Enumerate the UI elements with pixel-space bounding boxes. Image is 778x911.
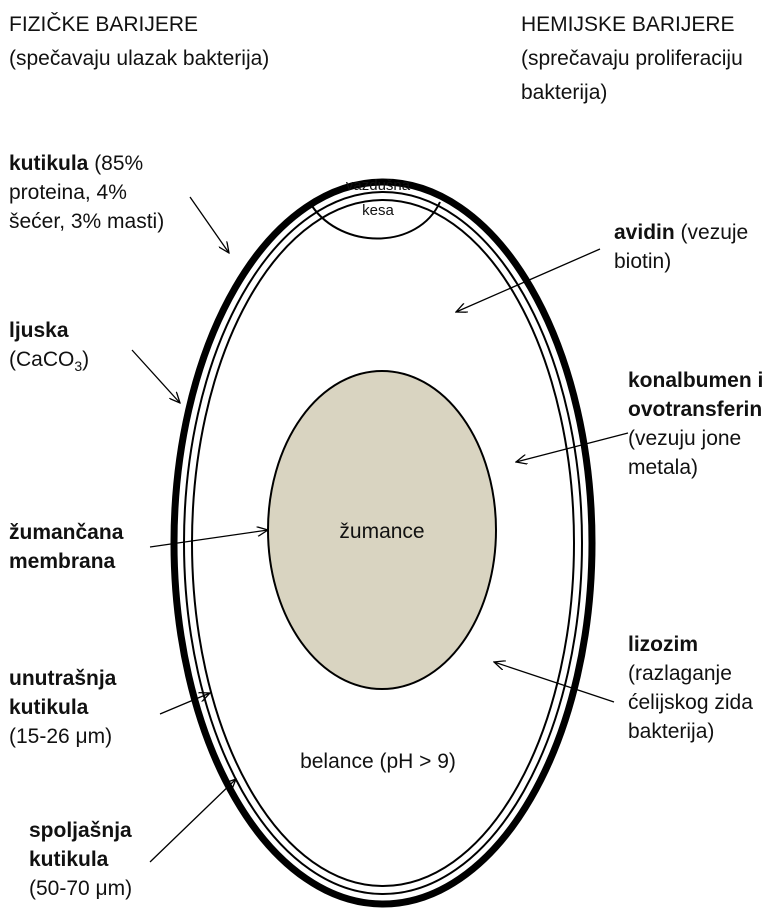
avidin-desc-2: biotin) [614, 247, 748, 276]
inner-cuticle-label: unutrašnja kutikula (15-26 μm) [9, 664, 116, 751]
lysozyme-label: lizozim (razlaganje ćelijskog zida bakte… [628, 630, 753, 746]
physical-barriers-title: FIZIČKE BARIJERE [9, 10, 198, 40]
inner-cuticle-thickness: (15-26 μm) [9, 722, 116, 751]
conalbumin-desc-1: (vezuju jone [628, 424, 763, 453]
outer-cuticle-line2: kutikula [29, 848, 108, 871]
outer-cuticle-label: spoljašnja kutikula (50-70 μm) [29, 816, 132, 903]
chemical-barriers-subtitle-line2: bakterija) [521, 78, 607, 108]
yolk-label: žumance [339, 520, 424, 543]
shell-formula-sub: 3 [74, 358, 82, 374]
outer-cuticle-pointer [150, 779, 236, 862]
lysozyme-desc-1: (razlaganje [628, 659, 753, 688]
shell-formula: (CaCO [9, 348, 74, 371]
avidin-label: avidin (vezuje biotin) [614, 218, 748, 276]
yolk-membrane-line2: membrana [9, 550, 115, 573]
inner-cuticle-line1: unutrašnja [9, 667, 116, 690]
lysozyme-desc-3: bakterija) [628, 717, 753, 746]
shell-label: ljuska (CaCO3) [9, 316, 89, 381]
chemical-barriers-title: HEMIJSKE BARIJERE [521, 10, 735, 40]
yolk-membrane-line1: žumančana [9, 521, 123, 544]
shell-pointer [132, 350, 180, 403]
outer-cuticle-thickness: (50-70 μm) [29, 874, 132, 903]
cuticle-desc-2: proteina, 4% [9, 178, 164, 207]
avidin-desc-1: (vezuje [675, 221, 749, 244]
outer-cuticle-line1: spoljašnja [29, 819, 132, 842]
chemical-barriers-subtitle-line1: (sprečavaju proliferaciju [521, 44, 743, 74]
conalbumin-line1: konalbumen i [628, 369, 763, 392]
lysozyme-desc-2: ćelijskog zida [628, 688, 753, 717]
cuticle-desc-1: (85% [88, 152, 143, 175]
cuticle-pointer [190, 197, 229, 253]
air-cell-label-line1: vazdušna [346, 177, 411, 194]
cuticle-label: kutikula (85% proteina, 4% šećer, 3% mas… [9, 149, 164, 236]
shell-name: ljuska [9, 319, 69, 342]
avidin-name: avidin [614, 221, 675, 244]
conalbumin-line2: ovotransferin [628, 398, 762, 421]
albumen-label: belance (pH > 9) [300, 750, 456, 773]
shell-formula-end: ) [82, 348, 89, 371]
inner-cuticle-line2: kutikula [9, 696, 88, 719]
lysozyme-name: lizozim [628, 633, 698, 656]
conalbumin-desc-2: metala) [628, 453, 763, 482]
physical-barriers-subtitle: (spečavaju ulazak bakterija) [9, 44, 269, 74]
air-cell-label-line2: kesa [362, 202, 394, 219]
yolk-membrane-label: žumančana membrana [9, 518, 123, 576]
cuticle-name: kutikula [9, 152, 88, 175]
cuticle-desc-3: šećer, 3% masti) [9, 207, 164, 236]
conalbumin-label: konalbumen i ovotransferin (vezuju jone … [628, 366, 763, 482]
